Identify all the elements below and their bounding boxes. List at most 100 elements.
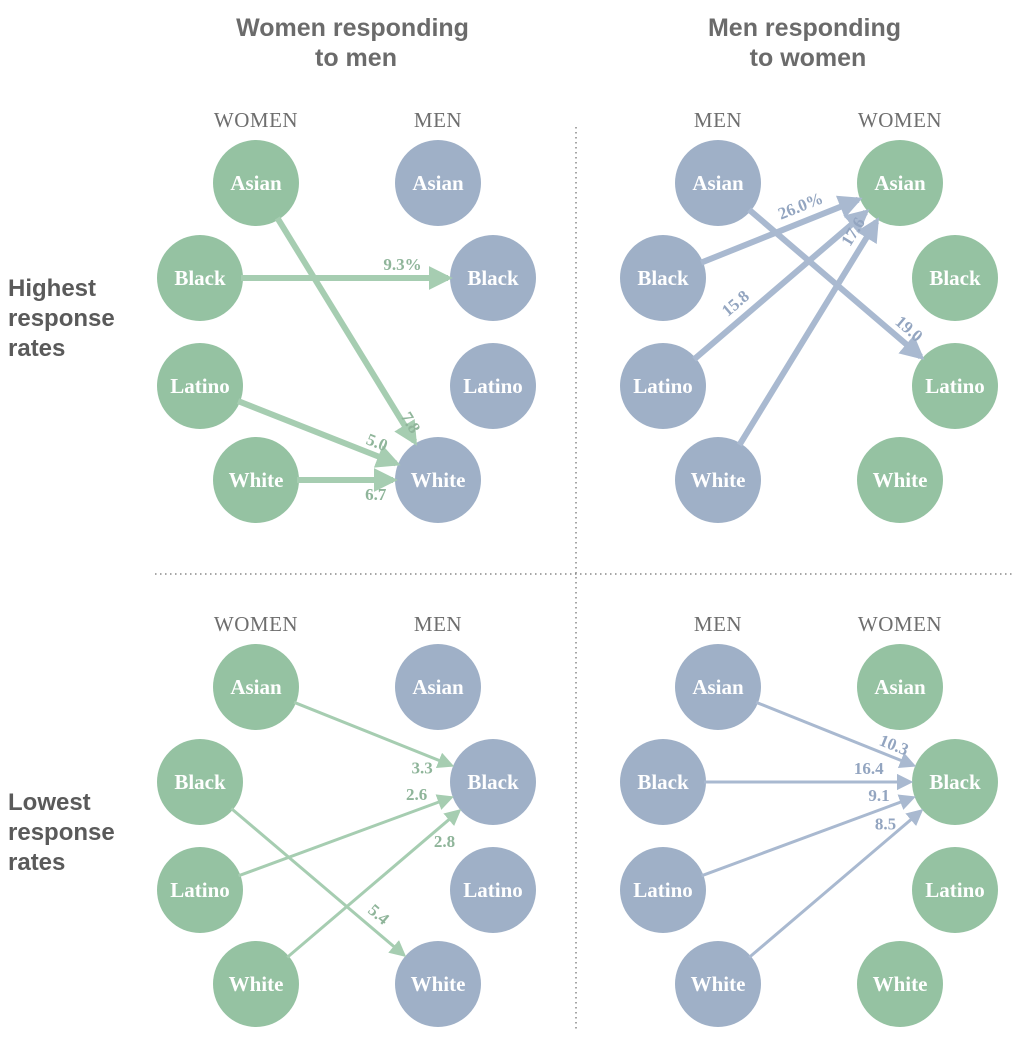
node-label: White bbox=[873, 972, 928, 996]
node-label: White bbox=[229, 972, 284, 996]
edge-white-to-black bbox=[748, 809, 924, 959]
row-label-highest: Highest response rates bbox=[8, 275, 121, 362]
node-label: Black bbox=[929, 770, 981, 794]
node-label: Latino bbox=[925, 878, 985, 902]
node-right-latino bbox=[450, 847, 536, 933]
node-label: Asian bbox=[412, 171, 464, 195]
node-label: White bbox=[411, 468, 466, 492]
node-left-white bbox=[675, 941, 761, 1027]
edge-latino-to-black bbox=[700, 794, 916, 878]
node-label: Black bbox=[637, 770, 689, 794]
edge-white-to-asian bbox=[736, 217, 880, 447]
node-right-white bbox=[395, 437, 481, 523]
edge-asian-to-latino bbox=[747, 207, 925, 360]
edge-latino-to-white bbox=[236, 398, 401, 468]
node-right-latino bbox=[450, 343, 536, 429]
node-right-black bbox=[450, 739, 536, 825]
node-label: Latino bbox=[633, 878, 693, 902]
node-label: Asian bbox=[230, 675, 282, 699]
node-label: Asian bbox=[874, 675, 926, 699]
node-label: Latino bbox=[463, 878, 523, 902]
node-label: Black bbox=[174, 770, 226, 794]
group-heading-right: MEN bbox=[414, 108, 462, 132]
node-right-latino bbox=[912, 847, 998, 933]
node-right-asian bbox=[395, 644, 481, 730]
node-left-latino bbox=[620, 343, 706, 429]
node-label: Black bbox=[467, 266, 519, 290]
node-right-asian bbox=[857, 644, 943, 730]
edge-label: 19.0 bbox=[892, 312, 927, 346]
node-left-white bbox=[213, 941, 299, 1027]
node-left-asian bbox=[675, 644, 761, 730]
node-label: Asian bbox=[412, 675, 464, 699]
node-label: Latino bbox=[170, 878, 230, 902]
edge-white-to-black bbox=[286, 809, 462, 959]
node-right-black bbox=[912, 739, 998, 825]
node-label: White bbox=[229, 468, 284, 492]
node-left-asian bbox=[675, 140, 761, 226]
node-left-black bbox=[620, 235, 706, 321]
edge-label: 2.8 bbox=[434, 832, 455, 851]
edge-label: 8.5 bbox=[875, 814, 896, 833]
edge-label: 9.1 bbox=[868, 786, 889, 805]
node-left-asian bbox=[213, 140, 299, 226]
node-label: Asian bbox=[692, 171, 744, 195]
node-left-white bbox=[675, 437, 761, 523]
node-left-latino bbox=[620, 847, 706, 933]
node-label: Black bbox=[637, 266, 689, 290]
group-heading-left: MEN bbox=[694, 612, 742, 636]
node-left-black bbox=[157, 739, 243, 825]
node-label: Latino bbox=[925, 374, 985, 398]
panel-3: MEN WOMEN 10.316.4 9.1 8.5 AsianBlackLatinoWh… bbox=[620, 612, 998, 1027]
node-label: White bbox=[873, 468, 928, 492]
group-heading-right: WOMEN bbox=[858, 612, 942, 636]
node-left-asian bbox=[213, 644, 299, 730]
node-left-white bbox=[213, 437, 299, 523]
edge-label: 6.7 bbox=[365, 485, 387, 504]
column-title-women-to-men: Women responding to men bbox=[236, 14, 476, 72]
group-heading-right: MEN bbox=[414, 612, 462, 636]
row-label-lowest: Lowest response rates bbox=[8, 789, 121, 876]
node-label: Black bbox=[467, 770, 519, 794]
node-right-latino bbox=[912, 343, 998, 429]
node-left-latino bbox=[157, 343, 243, 429]
group-heading-right: WOMEN bbox=[858, 108, 942, 132]
node-label: Latino bbox=[170, 374, 230, 398]
node-label: Latino bbox=[633, 374, 693, 398]
node-right-asian bbox=[857, 140, 943, 226]
node-label: Asian bbox=[874, 171, 926, 195]
node-right-white bbox=[395, 941, 481, 1027]
node-label: Asian bbox=[230, 171, 282, 195]
group-heading-left: MEN bbox=[694, 108, 742, 132]
node-left-latino bbox=[157, 847, 243, 933]
edge-black-to-white bbox=[230, 807, 407, 958]
edge-label: 10.3 bbox=[877, 731, 912, 760]
edge-latino-to-asian bbox=[692, 209, 870, 362]
edge-label: 2.6 bbox=[406, 785, 427, 804]
edge-asian-to-black bbox=[293, 700, 455, 769]
node-right-white bbox=[857, 437, 943, 523]
node-label: White bbox=[691, 468, 746, 492]
node-label: Black bbox=[929, 266, 981, 290]
edge-latino-to-black bbox=[237, 794, 454, 878]
node-right-black bbox=[450, 235, 536, 321]
edge-label: 16.4 bbox=[854, 759, 884, 778]
group-heading-left: WOMEN bbox=[214, 108, 298, 132]
column-title-men-to-women: Men responding to women bbox=[708, 14, 908, 72]
node-left-black bbox=[157, 235, 243, 321]
node-right-asian bbox=[395, 140, 481, 226]
edge-asian-to-black bbox=[755, 700, 917, 769]
node-right-black bbox=[912, 235, 998, 321]
edge-asian-to-white bbox=[274, 216, 418, 446]
group-heading-left: WOMEN bbox=[214, 612, 298, 636]
node-label: White bbox=[691, 972, 746, 996]
node-right-white bbox=[857, 941, 943, 1027]
node-left-black bbox=[620, 739, 706, 825]
edge-label: 9.3% bbox=[383, 255, 421, 274]
edge-black-to-asian bbox=[699, 195, 863, 266]
